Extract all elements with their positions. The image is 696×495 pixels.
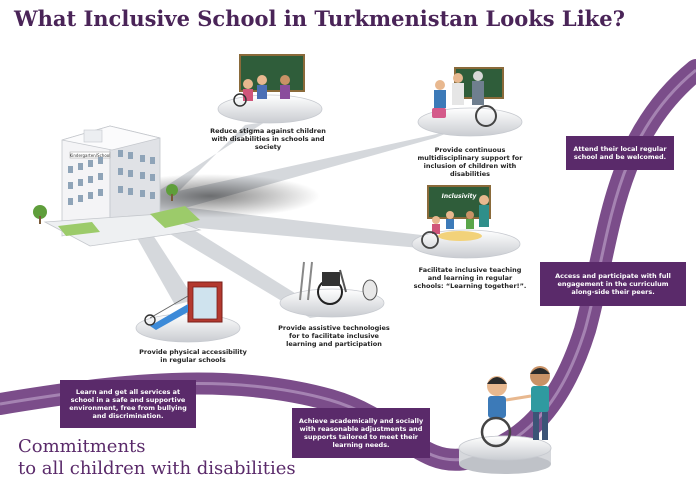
- commitment-box-safe: Learn and get all services at school in …: [60, 380, 196, 428]
- station-caption-accessibility: Provide physical accessibility in regula…: [139, 348, 247, 364]
- school-building: Kindergarten/School: [33, 125, 202, 247]
- station-4-illustration: [299, 261, 378, 305]
- building-sign: Kindergarten/School: [70, 153, 111, 158]
- station-caption-assistive: Provide assistive technologies for to fa…: [278, 324, 390, 348]
- board-label: Inclusivity: [442, 193, 478, 200]
- final-station-illustration: [480, 366, 550, 448]
- station-3-illustration: Inclusivity: [421, 185, 491, 249]
- station-caption-teaching: Facilitate inclusive teaching and learni…: [413, 266, 527, 290]
- commitment-box-attend: Attend their local regular school and be…: [566, 136, 674, 170]
- footer-heading: Commitments to all children with disabil…: [18, 436, 296, 480]
- station-caption-support: Provide continuous multidisciplinary sup…: [417, 146, 523, 178]
- station-2-illustration: [432, 67, 504, 127]
- station-1-illustration: [233, 54, 305, 107]
- footer-line-1: Commitments: [18, 436, 146, 457]
- station-caption-stigma: Reduce stigma against children with disa…: [210, 127, 326, 151]
- footer-line-2: to all children with disabilities: [18, 458, 296, 479]
- station-5-illustration: [144, 281, 223, 330]
- commitment-box-participate: Access and participate with full engagem…: [540, 262, 686, 306]
- commitment-box-achieve: Achieve academically and socially with r…: [292, 408, 430, 458]
- page-title: What Inclusive School in Turkmenistan Lo…: [14, 6, 625, 31]
